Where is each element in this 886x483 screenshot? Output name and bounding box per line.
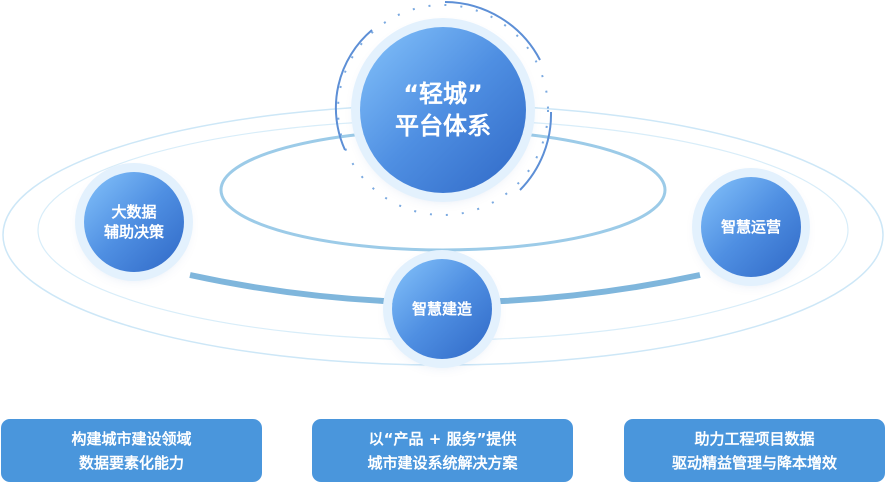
feature-box-lean: 助力工程项目数据 驱动精益管理与降本增效 bbox=[624, 419, 885, 482]
center-arc bbox=[519, 111, 553, 191]
node-smart-operation: 智慧运营 bbox=[701, 177, 801, 277]
box-line: 驱动精益管理与降本增效 bbox=[671, 453, 837, 472]
center-title-line2: 平台体系 bbox=[395, 112, 491, 140]
center-arc bbox=[334, 29, 373, 151]
node-big-data: 大数据 辅助决策 bbox=[84, 172, 184, 272]
box-line: 助力工程项目数据 bbox=[694, 429, 815, 448]
node-smart-construction: 智慧建造 bbox=[392, 259, 492, 359]
box-line: 以“产品 + 服务”提供 bbox=[368, 429, 517, 448]
feature-box-data: 构建城市建设领域 数据要素化能力 bbox=[1, 419, 262, 482]
center-node: “轻城” 平台体系 bbox=[360, 27, 526, 193]
center-arc bbox=[444, 1, 541, 61]
box-line: 构建城市建设领域 bbox=[71, 429, 192, 448]
node-label: 智慧运营 bbox=[720, 217, 781, 236]
node-label: 大数据 bbox=[111, 202, 157, 221]
center-dotted-ring bbox=[337, 4, 549, 216]
node-label: 智慧建造 bbox=[411, 299, 472, 318]
box-line: 城市建设系统解决方案 bbox=[367, 453, 518, 472]
node-label: 辅助决策 bbox=[103, 223, 164, 241]
box-line: 数据要素化能力 bbox=[78, 453, 184, 472]
center-title-line1: “轻城” bbox=[403, 79, 483, 108]
feature-box-solution: 以“产品 + 服务”提供 城市建设系统解决方案 bbox=[312, 419, 573, 482]
